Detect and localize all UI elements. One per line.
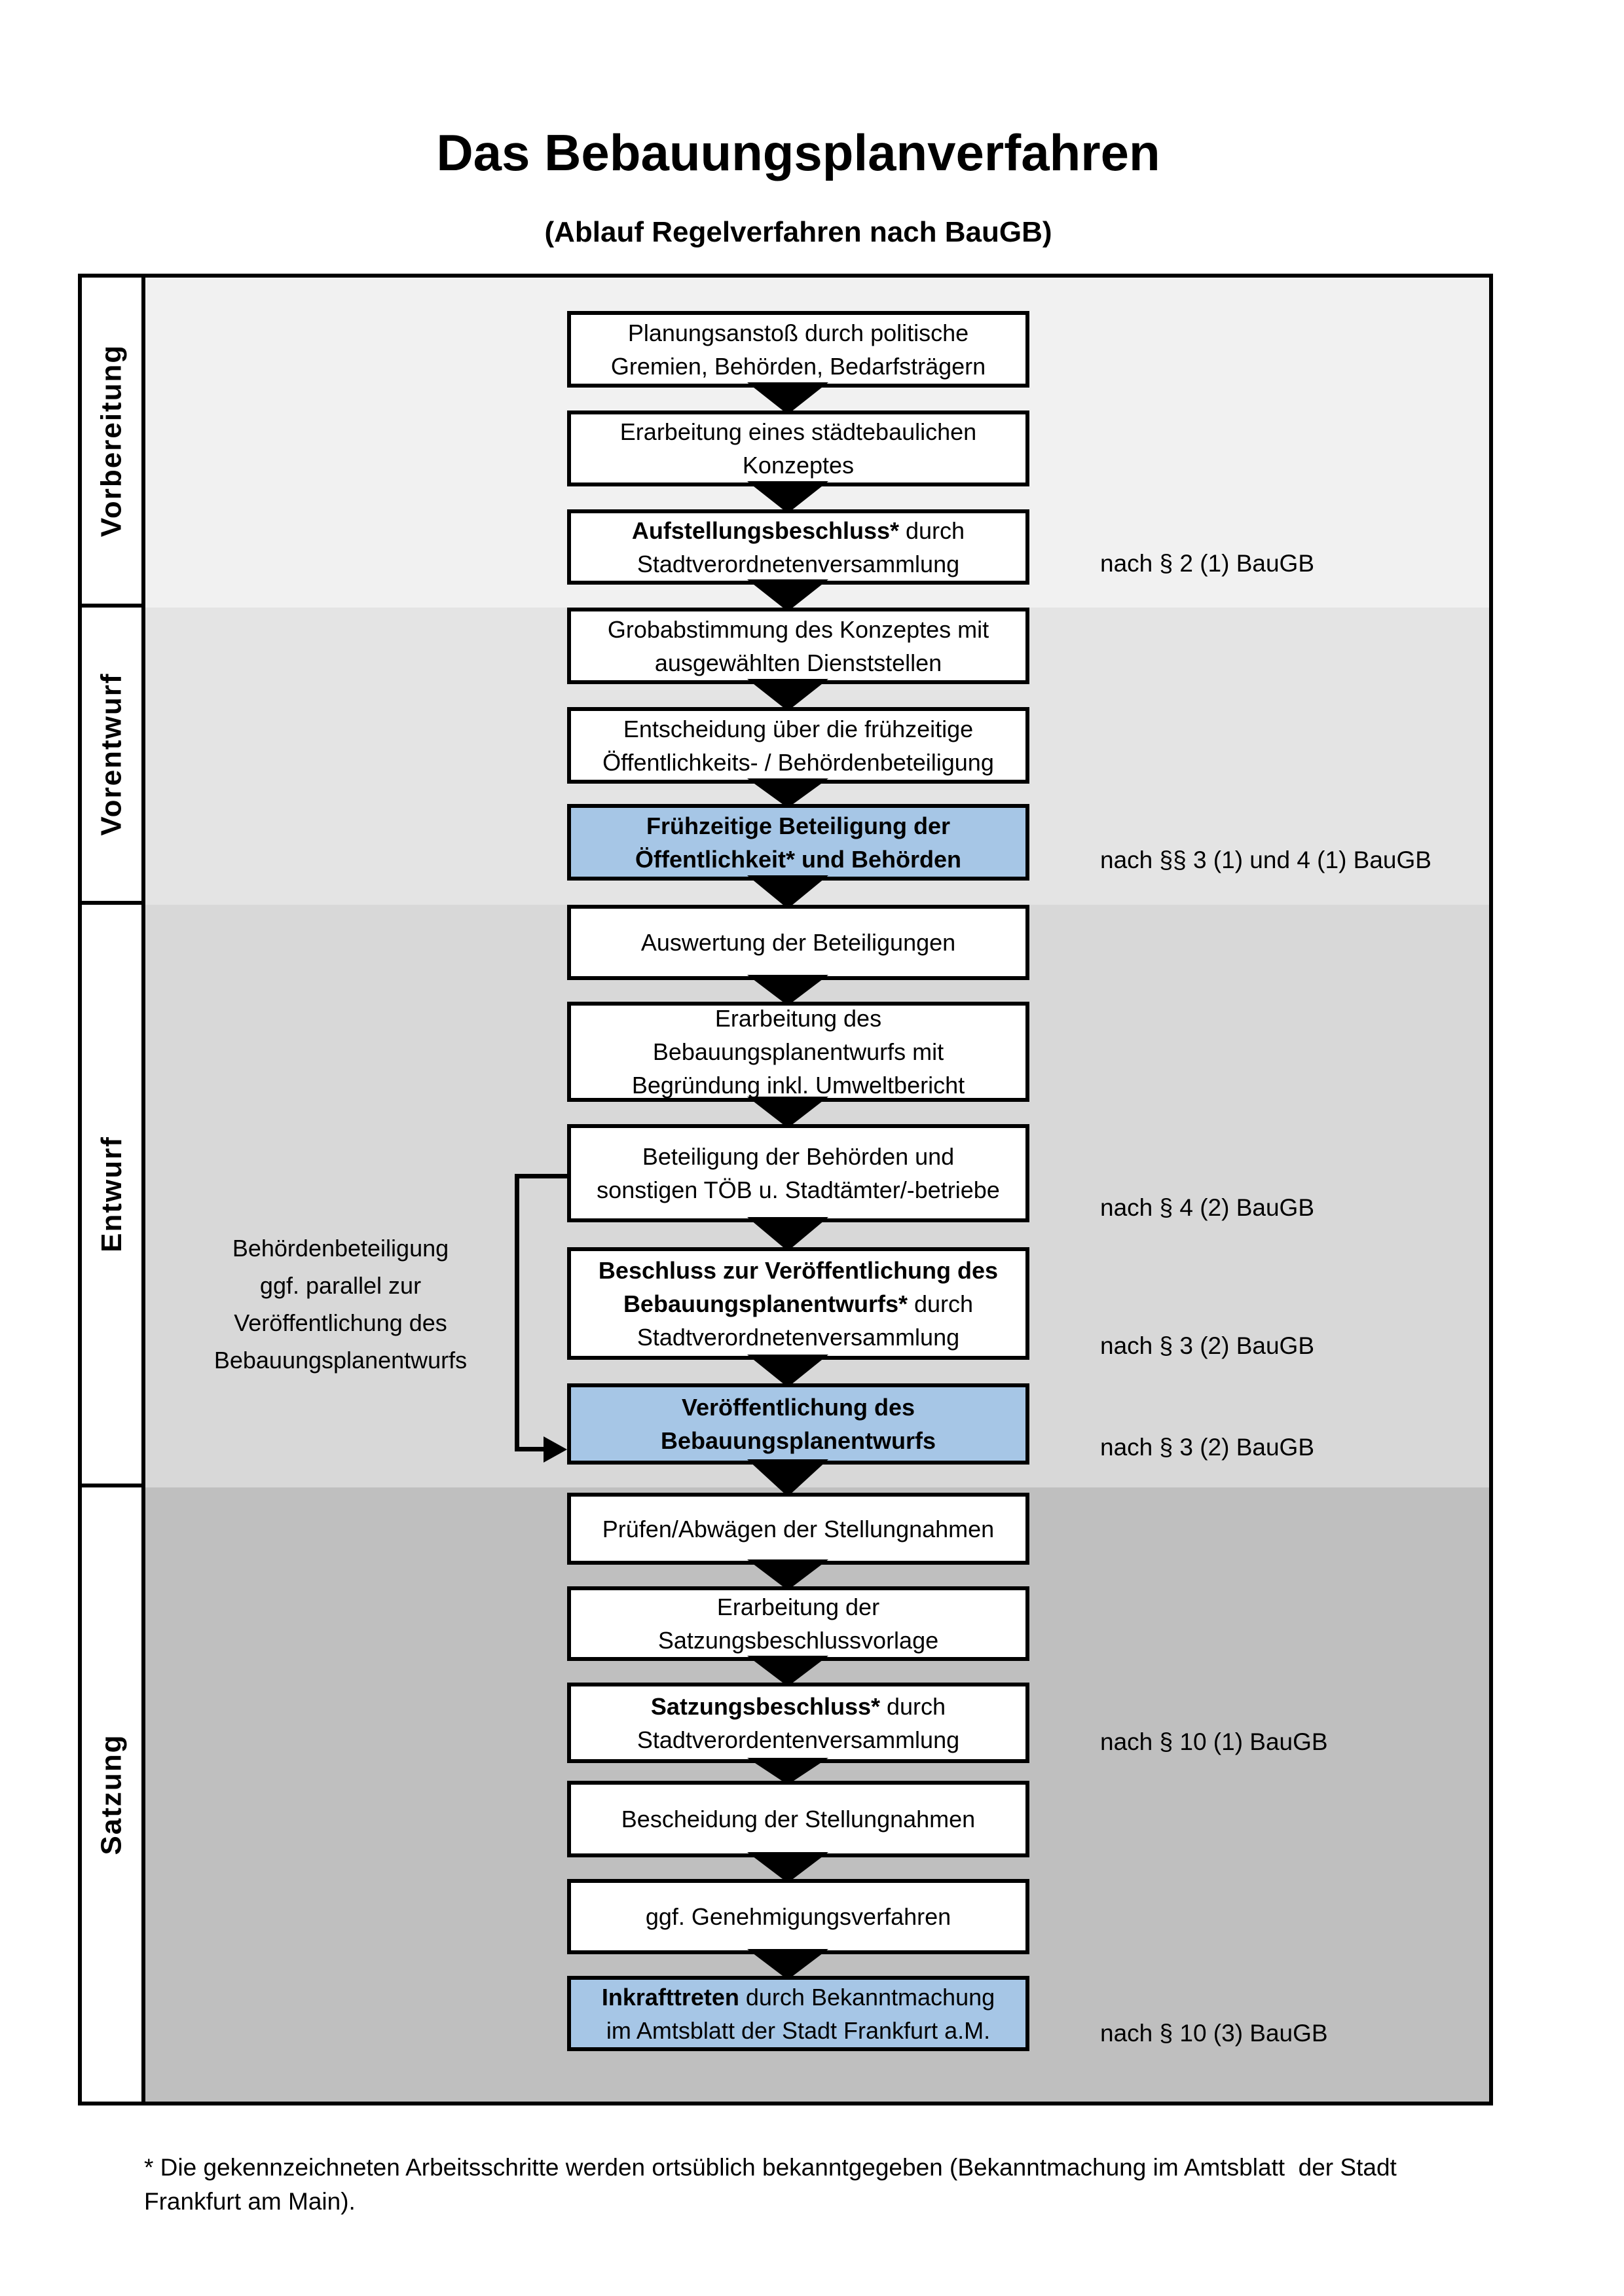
arrow-down-icon: [747, 975, 828, 1006]
step-text: Satzungsbeschluss* durch Stadtverordente…: [637, 1692, 960, 1753]
arrow-down-icon: [747, 1656, 828, 1686]
step-genehmigungsverfahren: ggf. Genehmigungsverfahren: [567, 1879, 1029, 1954]
arrow-down-icon: [747, 1217, 828, 1251]
step-text: Veröffentlichung des Bebauungsplanentwur…: [660, 1394, 936, 1454]
arrow-down-icon: [747, 1559, 828, 1590]
arrow-down-icon: [747, 382, 828, 414]
diagram-frame: [78, 274, 1493, 2105]
arrow-down-icon: [747, 1852, 828, 1883]
step-text: Planungsanstoß durch politische Gremien,…: [610, 319, 986, 380]
step-satzungsbeschluss: Satzungsbeschluss* durch Stadtverordente…: [567, 1683, 1029, 1763]
footnote: * Die gekennzeichneten Arbeitsschritte w…: [144, 2154, 1397, 2215]
arrow-down-icon: [747, 1758, 828, 1785]
phase-cell-satzung: Satzung: [82, 1487, 145, 2102]
legal-ref: nach § 4 (2) BauGB: [1100, 1194, 1315, 1221]
step-planungsanstoss: Planungsanstoß durch politische Gremien,…: [567, 311, 1029, 388]
arrow-down-icon: [747, 875, 828, 909]
bracket-bottom-segment: [515, 1447, 546, 1451]
step-pruefen-abwaegen: Prüfen/Abwägen der Stellungnahmen: [567, 1493, 1029, 1565]
step-staedtebauliches-konzept: Erarbeitung eines städtebaulichen Konzep…: [567, 410, 1029, 486]
step-text: Erarbeitung eines städtebaulichen Konzep…: [619, 418, 977, 479]
step-auswertung: Auswertung der Beteiligungen: [567, 905, 1029, 980]
legal-ref: nach §§ 3 (1) und 4 (1) BauGB: [1100, 847, 1431, 873]
step-entscheidung-beteiligung: Entscheidung über die frühzeitige Öffent…: [567, 707, 1029, 784]
step-grobabstimmung: Grobabstimmung des Konzeptes mit ausgewä…: [567, 608, 1029, 684]
step-text: Beschluss zur Veröffentlichung des Bebau…: [598, 1256, 999, 1351]
legal-ref: nach § 3 (2) BauGB: [1100, 1434, 1315, 1461]
step-text: Bescheidung der Stellungnahmen: [621, 1806, 976, 1832]
step-text: Frühzeitige Beteiligung der Öffentlichke…: [635, 812, 962, 873]
bracket-vertical-segment: [515, 1174, 519, 1451]
arrow-down-icon: [747, 1097, 828, 1128]
arrow-right-icon: [544, 1436, 567, 1463]
step-text: Entscheidung über die frühzeitige Öffent…: [602, 715, 994, 776]
legal-ref: nach § 2 (1) BauGB: [1100, 550, 1315, 577]
step-beschluss-veroeffentlichung: Beschluss zur Veröffentlichung des Bebau…: [567, 1247, 1029, 1360]
step-aufstellungsbeschluss: Aufstellungsbeschluss* durch Stadtverord…: [567, 509, 1029, 585]
arrow-down-icon: [747, 481, 828, 513]
step-text: Beteiligung der Behörden und sonstigen T…: [597, 1143, 1000, 1203]
step-bescheidung: Bescheidung der Stellungnahmen: [567, 1781, 1029, 1857]
legal-ref: nach § 10 (3) BauGB: [1100, 2020, 1328, 2047]
step-beteiligung-behoerden: Beteiligung der Behörden und sonstigen T…: [567, 1124, 1029, 1222]
step-erarbeitung-entwurf: Erarbeitung des Bebauungsplanentwurfs mi…: [567, 1002, 1029, 1102]
step-inkrafttreten: Inkrafttreten durch Bekanntmachung im Am…: [567, 1976, 1029, 2051]
phase-cell-vorentwurf: Vorentwurf: [82, 608, 145, 905]
legal-ref: nach § 10 (1) BauGB: [1100, 1728, 1328, 1755]
step-text: Inkrafttreten durch Bekanntmachung im Am…: [601, 1983, 995, 2044]
step-satzungsbeschlussvorlage: Erarbeitung der Satzungsbeschlussvorlage: [567, 1586, 1029, 1661]
arrow-down-icon: [747, 1355, 828, 1387]
page-subtitle: (Ablauf Regelverfahren nach BauGB): [544, 216, 1052, 248]
page-title: Das Bebauungsplanverfahren: [436, 124, 1160, 181]
step-fruehzeitige-beteiligung: Frühzeitige Beteiligung der Öffentlichke…: [567, 804, 1029, 881]
step-text: Auswertung der Beteiligungen: [640, 929, 956, 956]
step-veroeffentlichung: Veröffentlichung des Bebauungsplanentwur…: [567, 1383, 1029, 1465]
side-note: Behördenbeteiligung ggf. parallel zur Ve…: [213, 1235, 468, 1374]
arrow-down-icon: [747, 579, 828, 611]
step-text: Aufstellungsbeschluss* durch Stadtverord…: [631, 517, 965, 577]
step-text: Erarbeitung des Bebauungsplanentwurfs mi…: [631, 1005, 965, 1099]
phase-cell-vorbereitung: Vorbereitung: [82, 278, 145, 608]
step-text: Grobabstimmung des Konzeptes mit ausgewä…: [607, 615, 989, 676]
arrow-down-icon: [747, 1949, 828, 1980]
step-text: Prüfen/Abwägen der Stellungnahmen: [602, 1515, 995, 1542]
step-text: Erarbeitung der Satzungsbeschlussvorlage: [657, 1594, 939, 1654]
arrow-down-icon: [747, 1459, 828, 1497]
legal-ref: nach § 3 (2) BauGB: [1100, 1332, 1315, 1359]
arrow-down-icon: [747, 679, 828, 711]
bracket-top-segment: [515, 1174, 567, 1178]
phase-cell-entwurf: Entwurf: [82, 905, 145, 1487]
arrow-down-icon: [747, 778, 828, 808]
step-text: ggf. Genehmigungsverfahren: [645, 1903, 951, 1930]
